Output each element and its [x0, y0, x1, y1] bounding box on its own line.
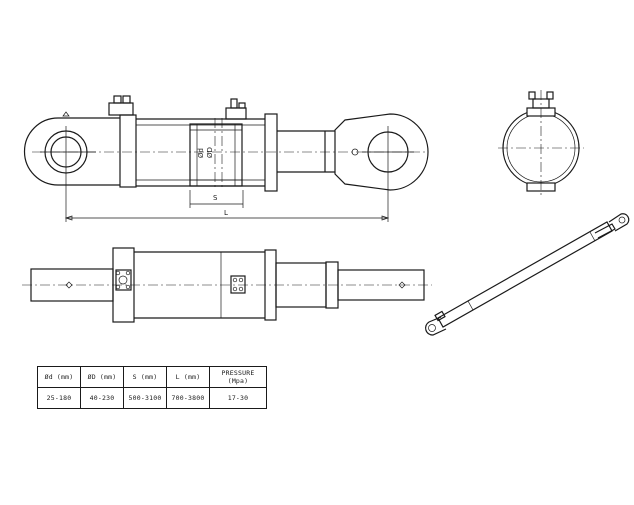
value-pressure: 17-30: [209, 387, 267, 409]
value-stroke: 500-3100: [123, 387, 167, 409]
isometric-view: [425, 213, 630, 336]
spec-table-value-row: 25-180 40-230 500-3100 700-3800 17-30: [37, 387, 267, 409]
side-view-bottom: [22, 247, 432, 323]
value-rod-diameter: 25-180: [37, 387, 81, 409]
header-bore-diameter: ØD (mm): [80, 366, 124, 388]
header-stroke: S (mm): [123, 366, 167, 388]
stroke-dim-label: S: [213, 194, 218, 202]
rod-dim-label: Ød: [197, 148, 205, 158]
side-view-top: [23, 95, 429, 222]
length-dim-label: L: [224, 209, 228, 217]
value-length: 700-3800: [166, 387, 210, 409]
spec-table: Ød (mm) ØD (mm) S (mm) L (mm) PRESSURE (…: [37, 366, 267, 409]
value-bore-diameter: 40-230: [80, 387, 124, 409]
header-length: L (mm): [166, 366, 210, 388]
spec-table-header-row: Ød (mm) ØD (mm) S (mm) L (mm) PRESSURE (…: [37, 366, 267, 388]
end-view: [498, 90, 584, 196]
header-rod-diameter: Ød (mm): [37, 366, 81, 388]
bore-dim-label: ØD: [206, 147, 214, 158]
header-pressure: PRESSURE (Mpa): [209, 366, 267, 388]
